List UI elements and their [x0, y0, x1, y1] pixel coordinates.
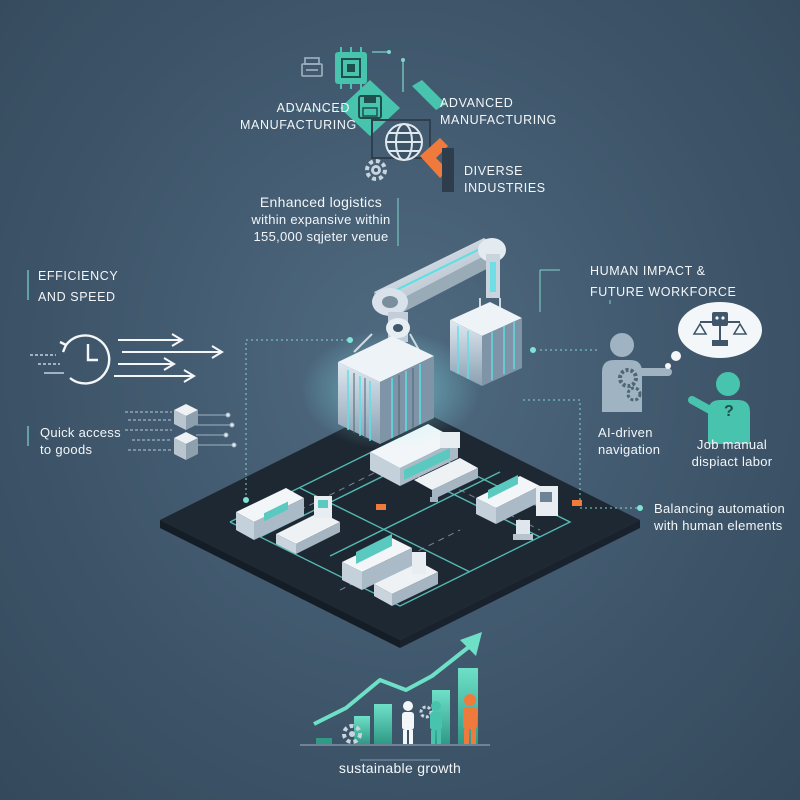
clock-icon: [59, 334, 111, 385]
crate-small: [450, 302, 522, 386]
top-icon-cluster: [288, 47, 454, 192]
sustainable-growth-label: sustainable growth: [338, 760, 462, 776]
efficiency-cluster: [27, 270, 224, 385]
crate-large: [338, 336, 434, 444]
warehouse-platform: [160, 400, 640, 648]
box-stack-icon: [27, 404, 237, 460]
human-impact-label: HUMAN IMPACT &FUTURE WORKFORCE: [590, 264, 737, 299]
chip-icon: [335, 47, 367, 89]
logistics-label: Enhanced logistics within expansive with…: [251, 194, 391, 244]
globe-icon: [385, 123, 423, 161]
printer-icon: [301, 57, 323, 77]
chart-arrow-icon: [300, 632, 490, 746]
floppy-icon: [340, 80, 400, 136]
scale-icon: [665, 302, 762, 369]
svg-text:?: ?: [724, 403, 734, 420]
gear-icon: [365, 159, 387, 181]
worker-icon: ?: [688, 372, 750, 444]
machine-right: [476, 475, 558, 540]
robot-worker-figure: [602, 333, 672, 412]
machine-bottom: [342, 534, 438, 606]
machine-left: [236, 488, 340, 554]
